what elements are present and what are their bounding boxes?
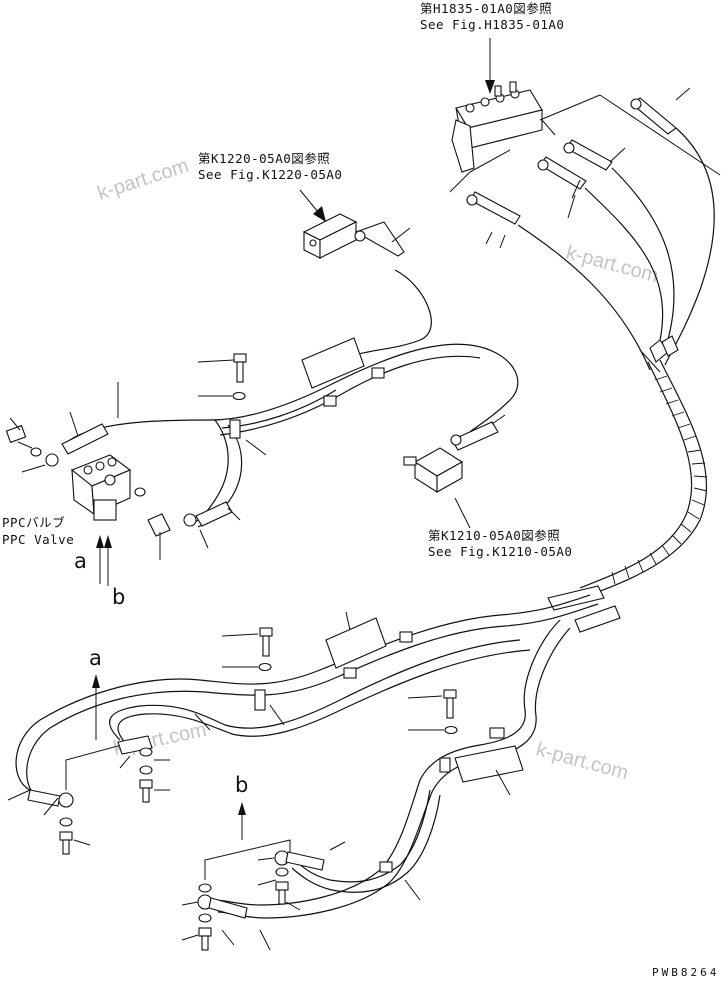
tube-bundle-upper (69, 343, 519, 528)
ref-h1835-en: See Fig.H1835-01A0 (420, 17, 564, 32)
spiral-guard (579, 361, 693, 589)
junction-block-k1220 (302, 213, 358, 259)
leader-line (9, 417, 21, 431)
leader-line (407, 695, 443, 699)
junction-block-k1210 (403, 447, 464, 494)
hose-fitting (451, 421, 499, 451)
leader-line (199, 529, 209, 549)
watermark: k-part.com (564, 242, 661, 288)
leader-line (221, 929, 235, 946)
ppc-valve (70, 454, 132, 521)
fitting-port-a (27, 735, 153, 855)
leader-line (491, 414, 506, 425)
leader-line (639, 349, 661, 373)
hose-sleeve (547, 585, 605, 611)
arrow-head-icon (96, 535, 104, 548)
leader-line (259, 929, 271, 951)
hose-fitting (450, 434, 462, 446)
leader-line (21, 464, 46, 473)
hose-line (517, 224, 651, 371)
leader-line (391, 227, 411, 243)
leader-line (329, 841, 346, 851)
hose-fitting (354, 230, 366, 242)
leader-line (449, 171, 471, 193)
port-label-a: a (89, 646, 102, 670)
leader-line (345, 611, 351, 631)
hose-line (664, 127, 715, 366)
tube-clamp (254, 617, 524, 873)
ref-k1210-jp: 第K1210-05A0図参照 (428, 528, 560, 543)
leader-line (194, 713, 211, 731)
leader-line (257, 879, 277, 886)
hose-sleeve (661, 335, 679, 357)
washer (258, 662, 272, 672)
bolt (233, 353, 247, 383)
leader-line (17, 441, 33, 449)
leader-line (285, 901, 301, 911)
hose-sleeve (574, 605, 621, 633)
leader-line (257, 857, 275, 861)
watermark: k-part.com (534, 739, 631, 785)
tube-bundle-lower (15, 594, 599, 919)
leader-line (69, 411, 79, 437)
fitting-elbow-left (5, 423, 109, 467)
port-label-b: b (112, 585, 125, 609)
leader-line (404, 879, 421, 901)
arrow-head-icon (313, 206, 326, 222)
leader-line (181, 901, 199, 906)
spiral-guard (589, 359, 708, 596)
ppc-valve-label-en: PPC Valve (2, 532, 74, 547)
hose-line (584, 187, 664, 361)
hose-line (599, 94, 721, 176)
ref-h1835-jp: 第H1835-01A0図参照 (420, 1, 552, 16)
ref-arrow-line (299, 189, 319, 213)
ref-k1220-en: See Fig.K1220-05A0 (198, 167, 342, 182)
port-label-b: b (235, 773, 248, 797)
arrow-head-icon (238, 802, 246, 815)
watermark: k-part.com (95, 155, 192, 205)
arrow-head-icon (104, 535, 112, 548)
hose-line (611, 167, 675, 351)
spiral-wrap (611, 375, 708, 585)
control-valve-block (451, 81, 556, 173)
hose-fittings-upper (466, 87, 691, 249)
tube-clamp (229, 337, 385, 439)
ref-k1220-jp: 第K1220-05A0図参照 (198, 151, 330, 166)
leader-line (119, 755, 131, 769)
port-label-a: a (74, 549, 87, 573)
bolt (259, 627, 273, 657)
leader-line (227, 507, 241, 521)
drawing-number: PWB8264 (652, 966, 719, 979)
fitting-port-b (197, 850, 325, 951)
leader-line (469, 149, 511, 173)
arrow-head-icon (92, 674, 100, 688)
hose-line (539, 94, 601, 121)
leader-line (495, 769, 511, 796)
leader-line (269, 704, 285, 726)
leader-line (197, 359, 235, 363)
bracket-line (204, 839, 291, 880)
ref-k1210-en: See Fig.K1210-05A0 (428, 544, 572, 559)
leader-line (181, 934, 199, 941)
leader-line (221, 633, 259, 637)
leader-line (43, 797, 59, 816)
leader-line (245, 439, 267, 456)
washer (232, 391, 246, 401)
leader-line (7, 789, 31, 801)
arrow-head-icon (485, 80, 495, 94)
leader-line (454, 497, 471, 529)
bolt (443, 689, 457, 719)
ppc-valve-label-jp: PPCバルブ (2, 515, 65, 530)
hose-fitting (354, 221, 405, 257)
leader-line (73, 839, 91, 846)
washer (444, 725, 458, 735)
